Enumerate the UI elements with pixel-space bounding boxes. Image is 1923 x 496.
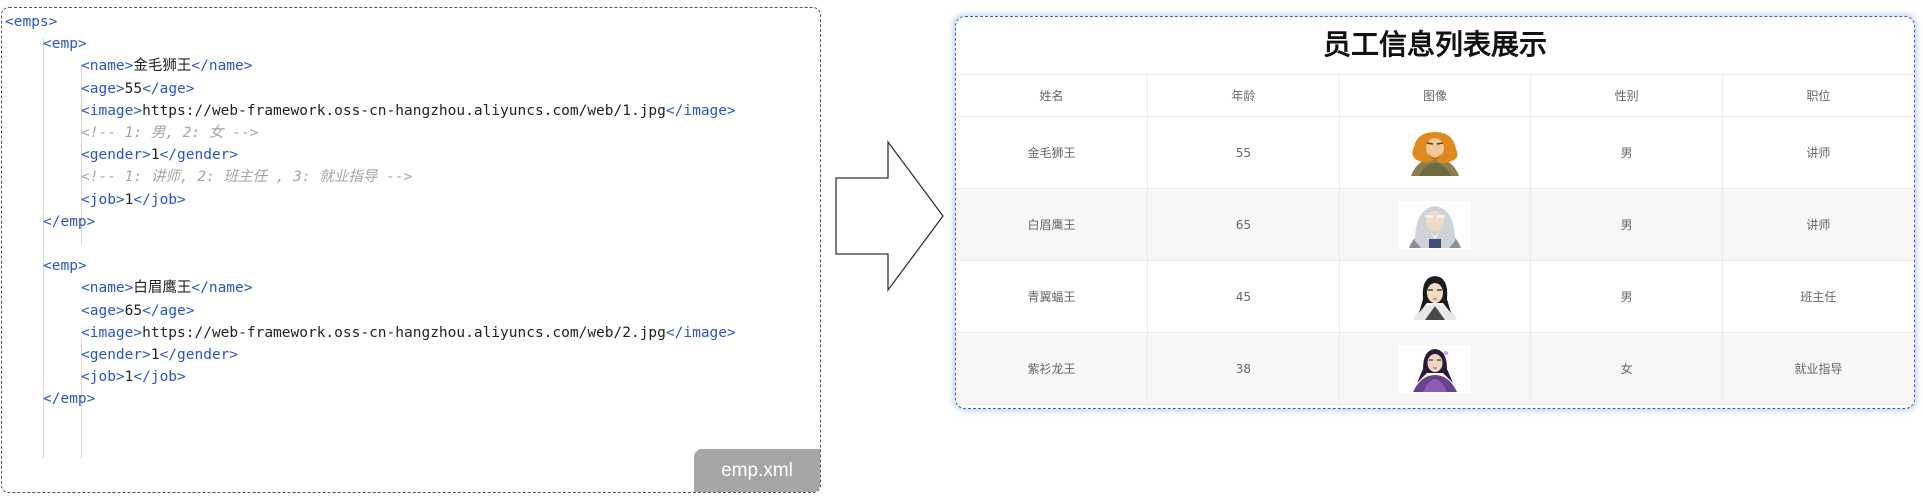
xml-tag: <emp> (43, 258, 87, 275)
code-line: <job>1</job> (81, 365, 186, 389)
xml-tag: </name> (191, 58, 253, 75)
xml-text: 1 (150, 147, 160, 164)
code-line: <age>65</age> (81, 299, 195, 323)
xml-tag: </name> (191, 280, 253, 297)
table-row: 紫衫龙王 38 女 就业指导 (956, 332, 1914, 405)
xml-tag: <age> (81, 302, 125, 319)
xml-comment: <!-- 1: 男, 2: 女 --> (81, 125, 259, 141)
xml-tag: </age> (142, 302, 195, 319)
xml-text: 65 (124, 302, 143, 319)
cell-gender: 男 (1530, 260, 1723, 333)
employee-table-panel: 员工信息列表展示 姓名 年龄 图像 性别 职位 金毛狮王 55 (955, 16, 1915, 409)
code-line: <!-- 1: 讲师, 2: 班主任 , 3: 就业指导 --> (81, 165, 412, 189)
xml-tag: <name> (81, 280, 134, 297)
xml-text: https://web-framework.oss-cn-hangzhou.al… (142, 102, 666, 119)
code-line: <emp> (43, 32, 87, 56)
cell-gender: 男 (1530, 188, 1723, 261)
golden-lion-king-avatar-icon (1398, 128, 1471, 177)
cell-age: 45 (1147, 260, 1340, 333)
xml-tag: </job> (133, 191, 186, 208)
xml-tag: </age> (142, 80, 195, 97)
column-header-gender: 性别 (1530, 74, 1723, 117)
right-arrow-icon (835, 140, 944, 292)
xml-tag: <name> (81, 58, 134, 75)
code-line: <age>55</age> (81, 77, 195, 101)
xml-code-panel: <emps><emp><name>金毛狮王</name><age>55</age… (1, 7, 821, 493)
code-line: <gender>1</gender> (81, 143, 238, 167)
xml-tag: <job> (81, 191, 125, 208)
code-line: <!-- 1: 男, 2: 女 --> (81, 121, 258, 145)
table-header-row: 姓名 年龄 图像 性别 职位 (956, 74, 1914, 117)
code-line: <name>金毛狮王</name> (81, 54, 253, 78)
xml-text: 55 (124, 80, 143, 97)
column-header-name: 姓名 (956, 74, 1149, 117)
cell-job: 班主任 (1722, 260, 1914, 333)
employee-table: 姓名 年龄 图像 性别 职位 金毛狮王 55 (956, 74, 1914, 405)
cell-gender: 女 (1530, 332, 1723, 405)
column-header-image: 图像 (1339, 74, 1532, 117)
code-line: <name>白眉鹰王</name> (81, 276, 253, 300)
xml-tag: </image> (665, 102, 736, 119)
cell-image (1339, 332, 1532, 405)
xml-text: 1 (124, 191, 134, 208)
cell-age: 38 (1147, 332, 1340, 405)
cell-age: 65 (1147, 188, 1340, 261)
cell-name: 青翼蝠王 (956, 260, 1149, 333)
cell-age: 55 (1147, 116, 1340, 189)
cell-job: 就业指导 (1722, 332, 1914, 405)
column-header-job: 职位 (1722, 74, 1914, 117)
table-row: 金毛狮王 55 男 讲师 (956, 116, 1914, 189)
xml-tag: <gender> (81, 347, 151, 363)
code-line: </emp> (43, 210, 95, 234)
code-line: <emp> (43, 254, 87, 278)
xml-tag: <image> (81, 102, 143, 119)
cell-image (1339, 260, 1532, 333)
xml-text: https://web-framework.oss-cn-hangzhou.al… (142, 324, 666, 341)
purple-robe-dragon-king-avatar-icon (1398, 344, 1471, 393)
xml-comment: <!-- 1: 讲师, 2: 班主任 , 3: 就业指导 --> (81, 169, 413, 186)
white-brow-eagle-king-avatar-icon (1398, 200, 1471, 249)
xml-tag: <emps> (5, 14, 58, 30)
xml-tag: </emp> (43, 391, 96, 408)
indent-guide (81, 338, 82, 458)
cell-job: 讲师 (1722, 116, 1914, 189)
xml-tag: </job> (133, 369, 186, 386)
xml-tag: <gender> (81, 147, 151, 164)
cell-job: 讲师 (1722, 188, 1914, 261)
xml-text: 白眉鹰王 (133, 280, 192, 297)
cell-gender: 男 (1530, 116, 1723, 189)
code-line: <image>https://web-framework.oss-cn-hang… (81, 321, 736, 345)
xml-tag: </image> (665, 324, 736, 341)
cell-name: 紫衫龙王 (956, 332, 1149, 405)
table-row: 白眉鹰王 65 男 讲师 (956, 188, 1914, 261)
page-title: 员工信息列表展示 (1322, 28, 1547, 61)
xml-text: 1 (150, 347, 160, 363)
xml-tag: <image> (81, 324, 143, 341)
cell-image (1339, 188, 1532, 261)
xml-tag: </gender> (159, 347, 239, 363)
xml-tag: <job> (81, 369, 125, 386)
cell-name: 金毛狮王 (956, 116, 1149, 189)
table-row: 青翼蝠王 45 男 班主任 (956, 260, 1914, 333)
xml-text: 金毛狮王 (133, 58, 192, 75)
indent-guide (43, 38, 44, 458)
code-line: <image>https://web-framework.oss-cn-hang… (81, 99, 736, 123)
xml-tag: <emp> (43, 36, 87, 53)
code-line: <job>1</job> (81, 188, 186, 212)
green-wing-bat-king-avatar-icon (1398, 272, 1471, 321)
xml-tag: </gender> (159, 147, 239, 164)
code-line: <gender>1</gender> (81, 343, 238, 367)
indent-guide (81, 65, 82, 245)
column-header-age: 年龄 (1147, 74, 1340, 117)
code-line: <emps> (5, 10, 57, 34)
xml-tag: <age> (81, 80, 125, 97)
filename-label: emp.xml (694, 449, 820, 492)
cell-image (1339, 116, 1532, 189)
xml-tag: </emp> (43, 213, 96, 230)
code-line: </emp> (43, 387, 95, 411)
cell-name: 白眉鹰王 (956, 188, 1149, 261)
xml-text: 1 (124, 369, 134, 386)
